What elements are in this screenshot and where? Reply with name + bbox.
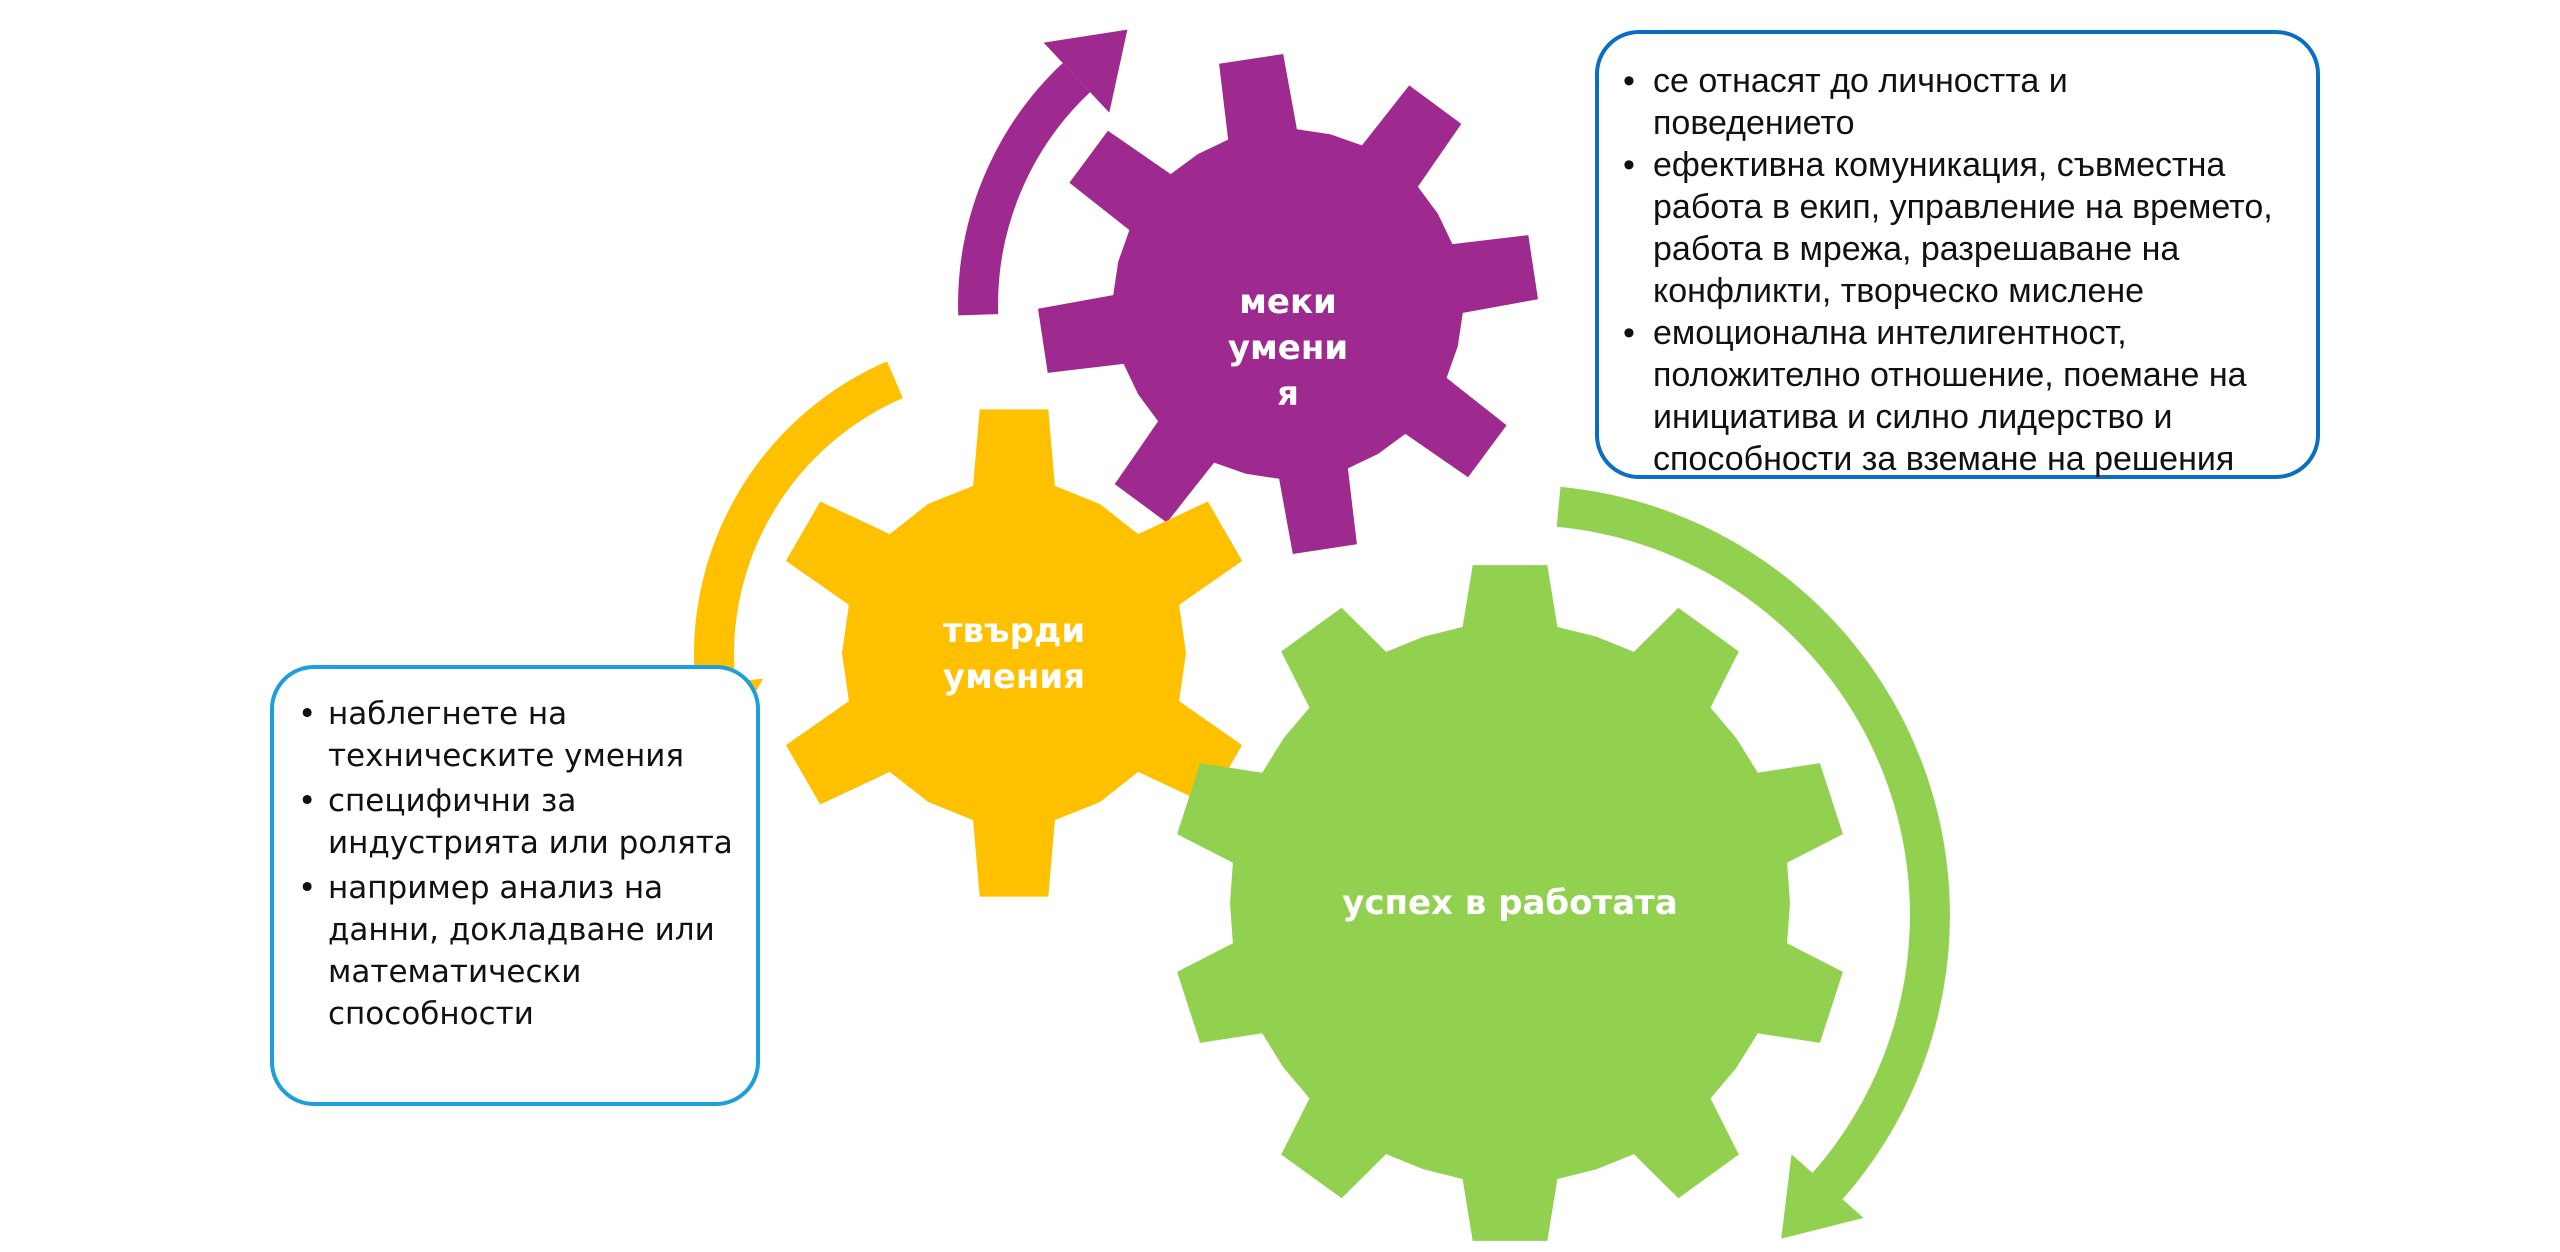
soft-skills-label: меки умени я [1228,279,1348,417]
green-cycle-arrow [1556,486,1950,1200]
soft-skills-bullet: ефективна комуникация, съвместна работа … [1621,144,2296,312]
hard-skills-label: твърди умения [943,608,1085,700]
soft-skills-label-line: я [1277,374,1299,414]
purple-arrowhead-icon [1043,29,1128,113]
hard-skills-bullet: наблегнете на техническите умения [296,693,708,777]
yellow-cycle-arrow [693,361,903,686]
soft-skills-bullet: се отнасят до личността и поведението [1621,60,2093,144]
success-label: успех в работата [1342,880,1678,926]
soft-skills-bullet: емоционална интелигентност, положително … [1621,312,2296,480]
hard-skills-label-line: твърди [942,611,1086,651]
soft-skills-gear-icon [1038,54,1538,554]
hard-skills-bullet: специфични за индустрията или ролята [296,780,740,864]
soft-skills-description-box: се отнасят до личността и поведението еф… [1595,30,2320,479]
success-gear-icon [1177,565,1843,1241]
hard-skills-description-box: наблегнете на техническите умения специф… [270,665,760,1106]
hard-skills-gear-icon [785,409,1243,897]
success-label-line: успех в работата [1342,883,1678,923]
purple-cycle-arrow [958,63,1091,316]
hard-skills-label-line: умения [942,657,1086,697]
green-arrowhead-icon [1781,1154,1864,1239]
hard-skills-bullet: например анализ на данни, докладване или… [296,867,728,1035]
soft-skills-label-line: меки [1239,282,1337,322]
soft-skills-label-line: умени [1227,328,1349,368]
